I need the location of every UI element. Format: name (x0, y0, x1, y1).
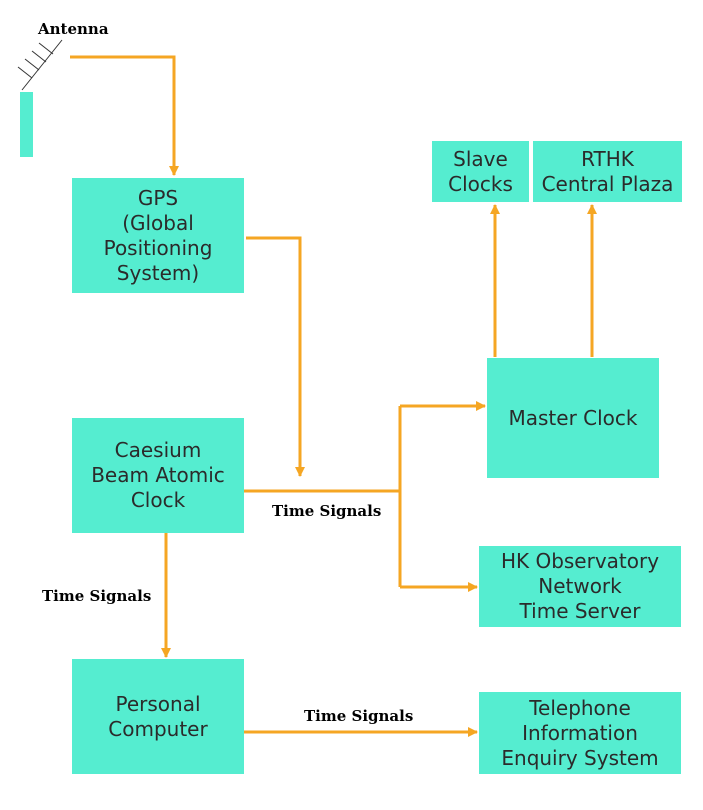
slave-clocks-node: Slave Clocks (432, 141, 529, 202)
antenna-label: Antenna (38, 20, 109, 38)
edge-label-computer-telephone: Time Signals (304, 707, 414, 725)
gps-line-1: GPS (137, 185, 179, 210)
rthk-line-1: RTHK (581, 146, 634, 171)
computer-line-2: Computer (108, 716, 208, 741)
gps-line-3: Positioning (103, 235, 213, 260)
rthk-line-2: Central Plaza (541, 171, 674, 196)
telephone-enquiry-node: Telephone Information Enquiry System (479, 692, 681, 774)
gps-line-2: (Global (122, 210, 194, 235)
telephone-line-3: Enquiry System (501, 745, 659, 770)
edge-label-caesium-master: Time Signals (272, 502, 382, 520)
slave-line-1: Slave (453, 146, 508, 171)
master-clock-node: Master Clock (487, 358, 659, 478)
antenna-icon (17, 39, 63, 91)
connector-gps-bus (246, 236, 305, 477)
telephone-line-2: Information (522, 720, 638, 745)
ntp-line-2: Network (538, 574, 622, 598)
rthk-node: RTHK Central Plaza (533, 141, 682, 202)
ntp-server-node: HK Observatory Network Time Server (479, 546, 681, 627)
master-line-1: Master Clock (508, 405, 638, 430)
edge-label-caesium-computer: Time Signals (42, 587, 152, 605)
gps-line-4: System) (116, 260, 200, 285)
ntp-line-3: Time Server (519, 599, 641, 623)
gps-node: GPS (Global Positioning System) (72, 178, 244, 293)
ntp-line-1: HK Observatory (500, 549, 660, 573)
personal-computer-node: Personal Computer (72, 659, 244, 774)
antenna-mast (20, 92, 33, 157)
computer-line-1: Personal (115, 691, 201, 716)
caesium-line-1: Caesium (114, 438, 202, 462)
caesium-line-2: Beam Atomic (91, 463, 225, 487)
caesium-clock-node: Caesium Beam Atomic Clock (72, 418, 244, 533)
slave-line-2: Clocks (448, 171, 513, 196)
telephone-line-1: Telephone (529, 695, 631, 720)
connector-antenna-gps (70, 55, 179, 176)
caesium-line-3: Clock (130, 488, 186, 512)
